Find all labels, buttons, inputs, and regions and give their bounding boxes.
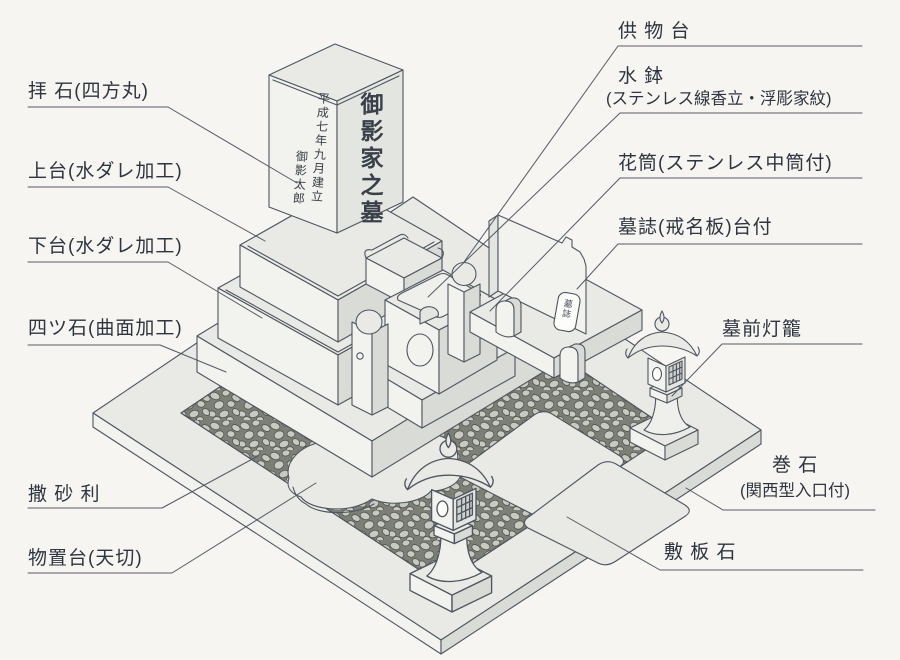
label-makiishi-sub: (関西型入口付): [740, 482, 850, 500]
label-hanazutsu: 花筒(ステンレス中筒付): [618, 153, 833, 174]
label-shitadai: 下台(水ダレ加工): [28, 236, 183, 257]
candle-block-right: [559, 343, 586, 384]
label-uwadai: 上台(水ダレ加工): [28, 161, 183, 182]
label-bozen-toro: 墓前灯籠: [722, 319, 803, 340]
monument-pillar: [268, 43, 404, 234]
candle-block-left: [495, 297, 522, 338]
label-mizubachi-sub: (ステンレス線香立・浮彫家紋): [606, 90, 832, 108]
flower-tube-left: [351, 309, 389, 416]
paving-stones-shikiita: [458, 411, 690, 566]
label-monookidai: 物置台(天切): [28, 548, 143, 569]
label-mizubachi: 水 鉢: [618, 66, 665, 87]
label-haiseki: 拝 石(四方丸): [28, 81, 149, 102]
label-boshi: 墓誌(戒名板)台付: [618, 217, 773, 238]
pillar-front-inscription: 御影家之墓: [357, 92, 382, 227]
leader-lines: [27, 45, 876, 574]
label-shikiita-ishi: 敷 板 石: [664, 542, 737, 563]
label-kumotsudai: 供 物 台: [618, 21, 691, 42]
label-yotsuishi: 四ツ石(曲面加工): [28, 318, 183, 339]
label-makijari: 撒 砂 利: [28, 484, 101, 505]
label-makiishi: 巻 石: [772, 455, 819, 476]
